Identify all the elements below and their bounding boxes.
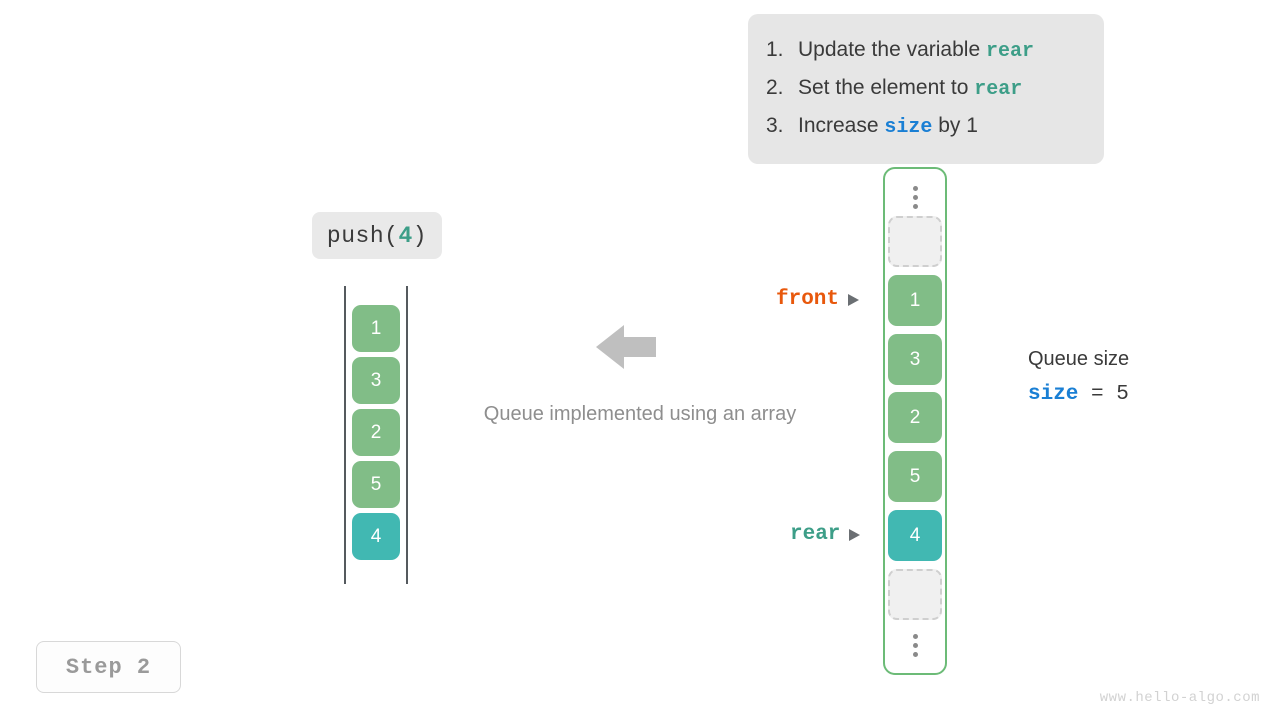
- instruction-card: 1. Update the variable rear 2. Set the e…: [748, 14, 1104, 164]
- instruction-number: 2.: [766, 76, 784, 99]
- push-operation-label: push(4): [312, 212, 442, 259]
- arrow-right-icon: [849, 528, 861, 541]
- queue-size-readout: Queue size size = 5: [1028, 344, 1129, 409]
- array-cell: 2: [888, 392, 942, 443]
- queue-cell-highlighted: 4: [352, 513, 400, 560]
- watermark: www.hello-algo.com: [1099, 690, 1260, 706]
- push-label-argument: 4: [398, 222, 413, 249]
- rear-pointer-label: rear: [790, 523, 841, 546]
- instruction-variable-rear: rear: [974, 78, 1023, 101]
- queue-rail-right: [406, 286, 408, 584]
- array-cell-highlighted: 4: [888, 510, 942, 561]
- queue-size-value: 5: [1116, 383, 1129, 406]
- queue-size-operator: =: [1091, 383, 1104, 406]
- instruction-item: 1. Update the variable rear: [766, 32, 1082, 70]
- instruction-text: Update the variable rear: [798, 32, 1034, 70]
- queue-size-title: Queue size: [1028, 348, 1130, 370]
- left-arrow-icon: [596, 322, 656, 372]
- ellipsis-dot: [912, 203, 918, 209]
- rear-pointer: rear: [790, 523, 861, 546]
- queue-size-variable: size: [1028, 383, 1079, 406]
- instruction-text: Set the element to rear: [798, 70, 1022, 108]
- diagram-caption: Queue implemented using an array: [483, 403, 797, 425]
- instruction-text-before: Update the variable: [798, 38, 986, 61]
- ellipsis-dot: [912, 194, 918, 200]
- queue-cell: 3: [352, 357, 400, 404]
- instruction-text: Increase size by 1: [798, 108, 978, 146]
- queue-cell: 2: [352, 409, 400, 456]
- instruction-text-after: by 1: [932, 114, 978, 137]
- instruction-text-before: Set the element to: [798, 76, 975, 99]
- ellipsis-dot: [912, 651, 918, 657]
- push-label-prefix: push(: [326, 222, 399, 249]
- ellipsis-dot: [912, 642, 918, 648]
- instruction-number: 1.: [766, 38, 784, 61]
- instruction-variable-size: size: [884, 116, 933, 139]
- queue-size-expression: size = 5: [1028, 381, 1129, 409]
- instruction-number: 3.: [766, 114, 784, 137]
- logical-queue-cells: 1 3 2 5 4: [352, 305, 400, 565]
- queue-rail-left: [344, 286, 346, 584]
- array-cell-empty: [888, 569, 942, 620]
- array-cell: 3: [888, 334, 942, 385]
- front-pointer-label: front: [776, 288, 840, 311]
- array-cell-empty: [888, 216, 942, 267]
- ellipsis-dot: [912, 633, 918, 639]
- array-cell: 5: [888, 451, 942, 502]
- array-cell: 1: [888, 275, 942, 326]
- queue-cell: 1: [352, 305, 400, 352]
- instruction-item: 2. Set the element to rear: [766, 70, 1082, 108]
- ellipsis-top-icon: [885, 174, 945, 220]
- ellipsis-dot: [912, 185, 918, 191]
- push-label-suffix: ): [412, 222, 428, 249]
- instruction-text-before: Increase: [798, 114, 885, 137]
- logical-queue-diagram: 1 3 2 5 4: [344, 286, 410, 584]
- instruction-variable-rear: rear: [985, 40, 1034, 63]
- ellipsis-bottom-icon: [885, 622, 945, 668]
- arrow-right-icon: [848, 293, 860, 306]
- front-pointer: front: [776, 288, 860, 311]
- step-badge: Step 2: [36, 641, 181, 693]
- array-container: 1 3 2 5 4: [883, 167, 947, 675]
- instruction-item: 3. Increase size by 1: [766, 108, 1082, 146]
- queue-cell: 5: [352, 461, 400, 508]
